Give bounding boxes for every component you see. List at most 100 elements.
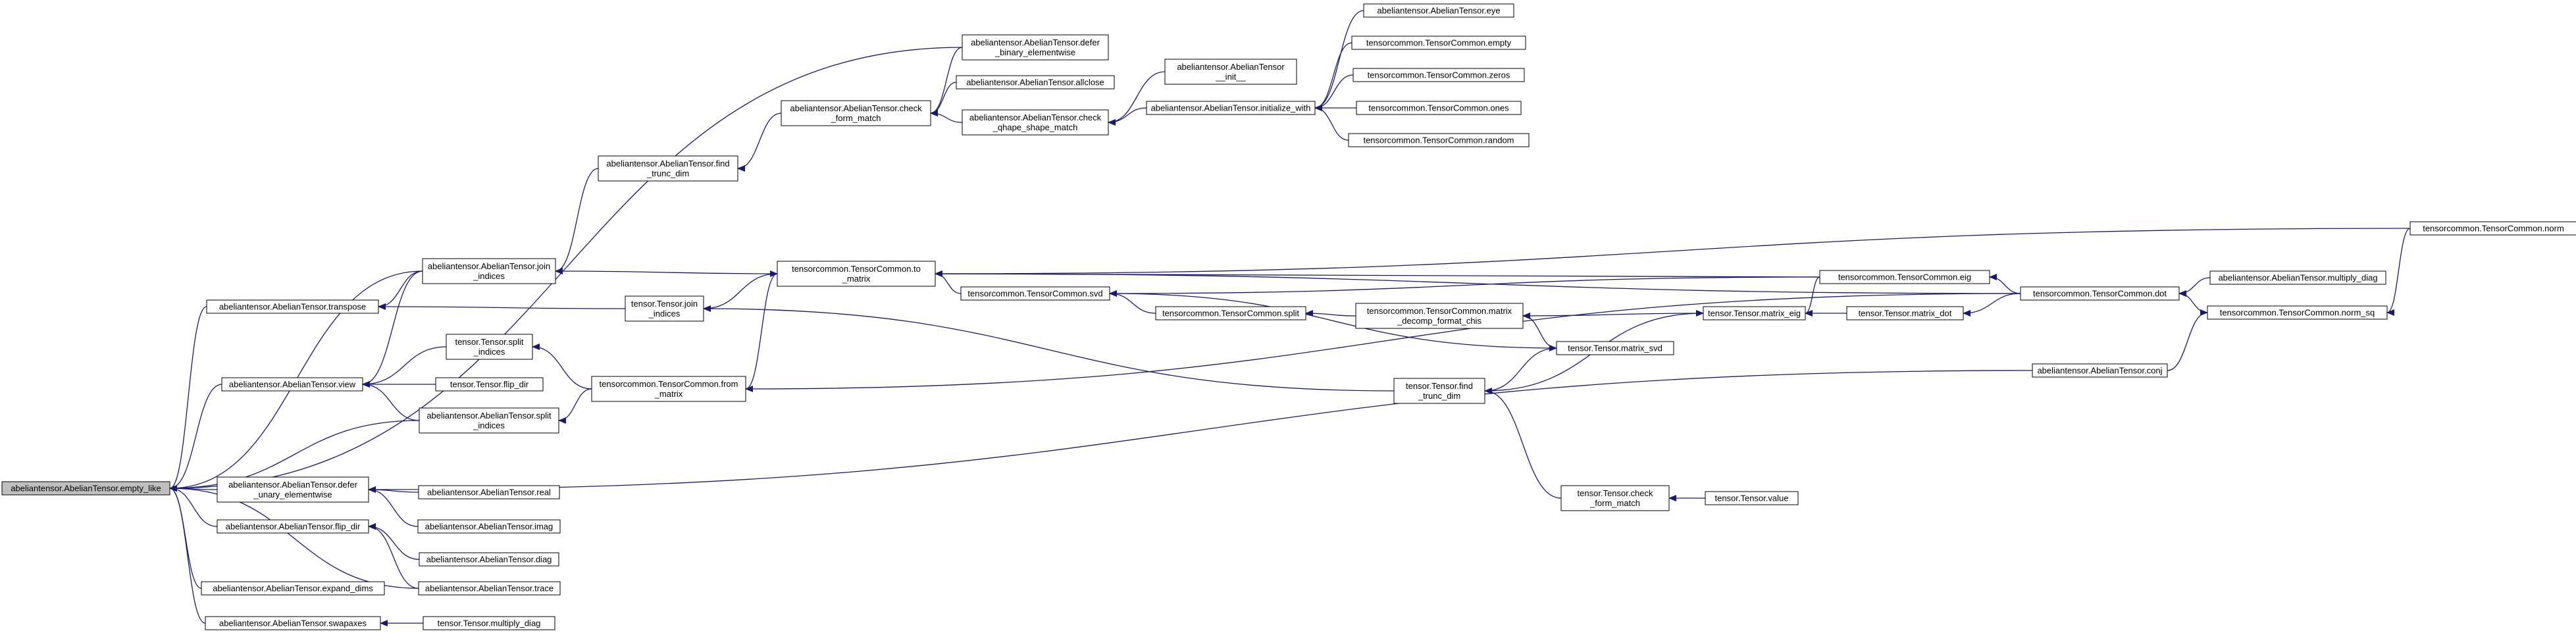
graph-node-t-matrix-svd[interactable]: tensor.Tensor.matrix_svd <box>1556 341 1674 355</box>
edge-imag-to-defer-unary <box>368 486 419 527</box>
node-label: tensor.Tensor.multiply_diag <box>438 619 541 628</box>
graph-node-tc-matrix-decomp[interactable]: tensorcommon.TensorCommon.matrix_decomp_… <box>1355 303 1524 329</box>
graph-node-check-shape[interactable]: abeliantensor.AbelianTensor.check_qhape_… <box>962 109 1109 136</box>
graph-node-t-check-form-match[interactable]: tensor.Tensor.check_form_match <box>1560 485 1670 511</box>
node-label: _form_match <box>1589 498 1640 508</box>
node-box <box>1348 133 1530 147</box>
graph-node-t-matrix-eig[interactable]: tensor.Tensor.matrix_eig <box>1703 306 1806 320</box>
graph-node-t-matrix-dot[interactable]: tensor.Tensor.matrix_dot <box>1846 306 1964 320</box>
graph-node-multiply-diag-ab[interactable]: abeliantensor.AbelianTensor.multiply_dia… <box>2209 270 2386 285</box>
node-label: _unary_elementwise <box>253 490 332 499</box>
node-box <box>205 616 381 630</box>
edge-conj-to-tc-norm-sq <box>2167 309 2208 371</box>
graph-node-t-join-indices[interactable]: tensor.Tensor.join_indices <box>625 295 704 322</box>
edge-split-indices-ab-to-empty-like <box>169 420 420 492</box>
graph-node-initialize-with[interactable]: abeliantensor.AbelianTensor.initialize_w… <box>1146 101 1316 115</box>
graph-node-transpose[interactable]: abeliantensor.AbelianTensor.transpose <box>206 299 379 314</box>
graph-node-view[interactable]: abeliantensor.AbelianTensor.view <box>221 377 363 392</box>
edge-t-join-indices-to-transpose <box>378 303 626 311</box>
graph-node-diag[interactable]: abeliantensor.AbelianTensor.diag <box>419 552 559 567</box>
graph-node-tc-random[interactable]: tensorcommon.TensorCommon.random <box>1348 133 1530 147</box>
edge-tc-to-matrix-to-t-join-indices <box>703 273 778 312</box>
node-label: _indices <box>473 271 505 281</box>
graph-node-join-indices-ab[interactable]: abeliantensor.AbelianTensor.join_indices <box>422 258 556 284</box>
graph-node-init[interactable]: abeliantensor.AbelianTensor__init__ <box>1164 59 1297 85</box>
node-label: _matrix <box>842 274 871 284</box>
edge-swapaxes-to-empty-like <box>169 485 206 624</box>
graph-node-tc-norm-sq[interactable]: tensorcommon.TensorCommon.norm_sq <box>2207 305 2388 320</box>
edge-allclose-to-check-form-match-ab <box>930 82 957 116</box>
nodes-layer: abeliantensor.AbelianTensor.empty_likeab… <box>1 3 2576 630</box>
node-label: abeliantensor.AbelianTensor.join <box>428 261 550 271</box>
graph-node-tc-dot[interactable]: tensorcommon.TensorCommon.dot <box>2020 286 2180 301</box>
graph-node-check-form-match-ab[interactable]: abeliantensor.AbelianTensor.check_form_m… <box>781 100 931 126</box>
graph-node-t-find-trunc-dim[interactable]: tensor.Tensor.find_trunc_dim <box>1393 378 1485 404</box>
graph-node-defer-binary[interactable]: abeliantensor.AbelianTensor.defer_binary… <box>962 34 1109 61</box>
node-label: tensor.Tensor.check <box>1578 488 1653 498</box>
node-box <box>781 100 931 126</box>
graph-node-defer-unary[interactable]: abeliantensor.AbelianTensor.defer_unary_… <box>217 476 369 503</box>
graph-node-find-trunc-dim-ab[interactable]: abeliantensor.AbelianTensor.find_trunc_d… <box>598 155 738 182</box>
graph-node-eye[interactable]: abeliantensor.AbelianTensor.eye <box>1363 3 1514 18</box>
node-label: _qhape_shape_match <box>992 122 1078 132</box>
graph-node-swapaxes[interactable]: abeliantensor.AbelianTensor.swapaxes <box>205 616 381 630</box>
node-label: abeliantensor.AbelianTensor.allclose <box>966 78 1104 88</box>
node-box <box>201 581 385 596</box>
node-box <box>422 258 556 284</box>
graph-node-t-flip-dir[interactable]: tensor.Tensor.flip_dir <box>435 377 544 392</box>
node-label: tensorcommon.TensorCommon.eig <box>1838 272 1971 282</box>
graph-node-tc-ones[interactable]: tensorcommon.TensorCommon.ones <box>1356 101 1522 115</box>
node-box <box>1363 3 1514 18</box>
edge-tc-dot-to-t-matrix-dot <box>1963 293 2021 317</box>
edge-t-check-form-match-to-t-find-trunc-dim <box>1484 388 1562 499</box>
graph-node-expand-dims[interactable]: abeliantensor.AbelianTensor.expand_dims <box>201 581 385 596</box>
graph-node-imag[interactable]: abeliantensor.AbelianTensor.imag <box>417 519 561 534</box>
node-box <box>2409 221 2576 236</box>
graph-node-tc-eig[interactable]: tensorcommon.TensorCommon.eig <box>1819 270 1990 284</box>
graph-node-t-multiply-diag[interactable]: tensor.Tensor.multiply_diag <box>423 616 555 630</box>
edge-check-shape-to-check-form-match-ab <box>930 110 963 123</box>
edge-t-split-indices-to-view <box>362 346 447 388</box>
node-label: tensor.Tensor.find <box>1406 381 1473 391</box>
edge-tc-norm-to-tc-norm-sq <box>2386 228 2411 316</box>
node-box <box>2020 286 2180 301</box>
node-label: tensor.Tensor.matrix_svd <box>1568 344 1662 353</box>
node-label: _indices <box>648 309 681 318</box>
node-box <box>418 485 560 499</box>
graph-node-allclose[interactable]: abeliantensor.AbelianTensor.allclose <box>956 75 1115 89</box>
edge-tc-from-matrix-to-t-split-indices <box>532 344 592 390</box>
node-box <box>591 376 746 402</box>
graph-node-split-indices-ab[interactable]: abeliantensor.AbelianTensor.split_indice… <box>419 407 559 434</box>
graph-node-real[interactable]: abeliantensor.AbelianTensor.real <box>418 485 560 499</box>
graph-node-t-value[interactable]: tensor.Tensor.value <box>1705 491 1799 505</box>
node-label: abeliantensor.AbelianTensor.initialize_w… <box>1151 103 1311 113</box>
node-label: tensorcommon.TensorCommon.matrix <box>1367 306 1512 316</box>
node-label: tensor.Tensor.join <box>631 299 698 309</box>
node-label: abeliantensor.AbelianTensor.view <box>229 380 356 390</box>
graph-node-flip-dir-ab[interactable]: abeliantensor.AbelianTensor.flip_dir <box>217 519 369 534</box>
graph-node-conj[interactable]: abeliantensor.AbelianTensor.conj <box>2032 363 2168 378</box>
graph-node-tc-to-matrix[interactable]: tensorcommon.TensorCommon.to_matrix <box>777 261 936 287</box>
graph-node-t-split-indices[interactable]: tensor.Tensor.split_indices <box>446 334 533 360</box>
node-label: tensorcommon.TensorCommon.split <box>1162 309 1299 318</box>
node-label: tensorcommon.TensorCommon.svd <box>967 289 1102 299</box>
node-label: _decomp_format_chis <box>1397 316 1481 326</box>
graph-node-tc-empty[interactable]: tensorcommon.TensorCommon.empty <box>1351 36 1526 50</box>
graph-node-empty-like[interactable]: abeliantensor.AbelianTensor.empty_like <box>1 481 170 496</box>
edge-tc-eig-to-tc-svd <box>1109 276 1820 297</box>
graph-node-tc-norm[interactable]: tensorcommon.TensorCommon.norm <box>2409 221 2576 236</box>
graph-node-trace[interactable]: abeliantensor.AbelianTensor.trace <box>418 581 561 596</box>
graph-node-tc-zeros[interactable]: tensorcommon.TensorCommon.zeros <box>1352 68 1525 82</box>
node-box <box>217 519 369 534</box>
node-box <box>419 407 559 434</box>
node-box <box>2209 270 2386 285</box>
node-label: tensor.Tensor.matrix_dot <box>1859 309 1952 318</box>
edge-diag-to-flip-dir-ab <box>368 523 420 560</box>
graph-node-tc-svd[interactable]: tensorcommon.TensorCommon.svd <box>960 286 1110 301</box>
edge-join-indices-ab-to-view <box>362 270 423 388</box>
node-label: abeliantensor.AbelianTensor.trace <box>425 584 554 594</box>
edge-transpose-to-empty-like <box>169 306 207 492</box>
graph-node-tc-from-matrix[interactable]: tensorcommon.TensorCommon.from_matrix <box>591 376 746 402</box>
graph-node-tc-split[interactable]: tensorcommon.TensorCommon.split <box>1155 306 1306 320</box>
